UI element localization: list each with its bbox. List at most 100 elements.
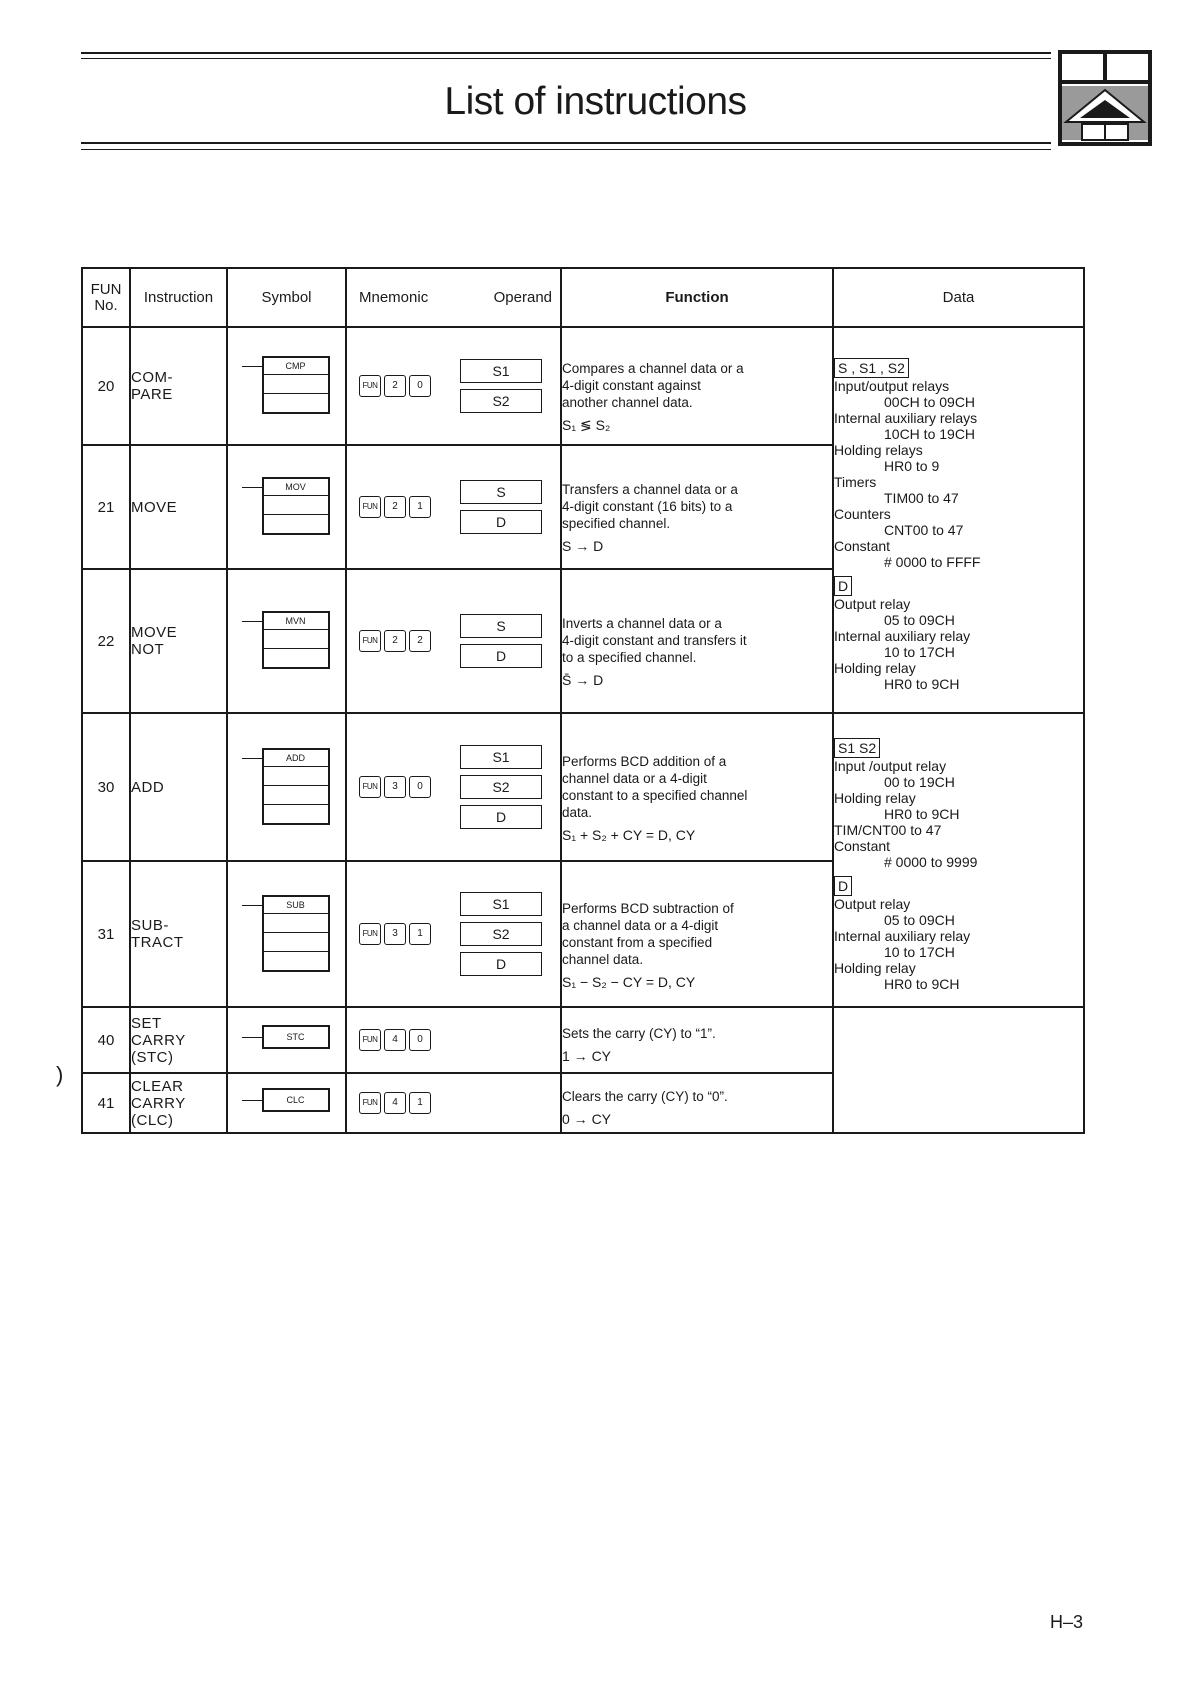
data-line: 05 to 09CH: [884, 612, 955, 628]
function-content: Performs BCD subtraction of a channel da…: [562, 878, 832, 991]
function-expression: S₁ − S₂ − CY = D, CY: [562, 973, 696, 990]
data-line: CNT00 to 47: [884, 522, 964, 538]
operand-box: S: [460, 614, 542, 638]
symbol-label: ADD: [285, 752, 305, 763]
ladder-wire: [241, 486, 262, 488]
data-line: # 0000 to 9999: [884, 854, 978, 870]
symbol-cell: MOV: [226, 444, 347, 570]
data-line: Constant: [834, 838, 891, 854]
data-line: Holding relays: [834, 442, 923, 458]
data-line: 00 to 19CH: [884, 774, 955, 790]
instruction-cell: COM- PARE: [129, 326, 228, 446]
ladder-block: CMP: [261, 355, 330, 414]
data-line: HR0 to 9CH: [884, 676, 960, 692]
header-instruction: Instruction: [129, 267, 228, 328]
operand-box: D: [460, 510, 542, 534]
digit-key: 3: [384, 776, 406, 798]
function-cell: Clears the carry (CY) to “0”.0 → CY: [560, 1072, 834, 1134]
data-line: Constant: [834, 538, 891, 554]
ladder-symbol: STC: [241, 1024, 332, 1051]
digit-key: 4: [384, 1092, 406, 1114]
header-data: Data: [832, 267, 1085, 328]
ladder-wire: [241, 365, 262, 367]
function-cell: Sets the carry (CY) to “1”.1 → CY: [560, 1006, 834, 1074]
page-title: List of instructions: [444, 80, 747, 123]
data-cell-empty: [832, 1006, 1085, 1134]
data-line: 10 to 17CH: [884, 944, 955, 960]
function-description: Inverts a channel data or a 4-digit cons…: [562, 616, 747, 665]
function-content: Transfers a channel data or a 4-digit co…: [562, 459, 832, 555]
digit-key: 2: [384, 630, 406, 652]
header-function: Function: [560, 267, 834, 328]
instruction-table: FUN No. Instruction Symbol Mnemonic Oper…: [81, 267, 1085, 1134]
destination-label: D: [834, 576, 1083, 596]
data-line: 00CH to 09CH: [884, 394, 976, 410]
symbol-cell: ADD: [226, 712, 347, 862]
fun-key: FUN: [359, 776, 381, 798]
fun-key: FUN: [359, 1029, 381, 1051]
ladder-symbol: MOV: [241, 476, 332, 535]
header-fun-no: FUN No.: [81, 267, 131, 328]
instruction-name: SET CARRY (STC): [131, 1014, 186, 1066]
data-line: 10 to 17CH: [884, 644, 955, 660]
ladder-block: MOV: [261, 476, 330, 535]
operand-box: S1: [460, 745, 542, 769]
fun-key: FUN: [359, 630, 381, 652]
symbol-slot: [263, 912, 328, 932]
symbol-slot: [263, 392, 328, 412]
instruction-cell: SUB- TRACT: [129, 860, 228, 1008]
digit-key: 0: [409, 776, 431, 798]
ladder-block: CLC: [261, 1087, 330, 1112]
fun-key: FUN: [359, 1092, 381, 1114]
fun-key: FUN: [359, 923, 381, 945]
symbol-slot: [263, 931, 328, 951]
instruction-name: SUB- TRACT: [131, 917, 184, 951]
data-line: TIM00 to 47: [884, 490, 959, 506]
instruction-cell: ADD: [129, 712, 228, 862]
fun-number: 20: [81, 326, 131, 446]
symbol-label: CLC: [286, 1094, 305, 1105]
ladder-wire: [241, 757, 262, 759]
ladder-block: MVN: [261, 610, 330, 669]
instruction-cell: MOVE: [129, 444, 228, 570]
function-description: Performs BCD addition of a channel data …: [562, 753, 748, 820]
function-expression: S → D: [562, 538, 604, 554]
symbol-cell: STC: [226, 1006, 347, 1074]
data-line: Internal auxiliary relay: [834, 928, 971, 944]
function-content: Sets the carry (CY) to “1”.1 → CY: [562, 1015, 832, 1065]
symbol-slot: [263, 950, 328, 970]
data-line: Internal auxiliary relay: [834, 628, 971, 644]
data-line: Internal auxiliary relays: [834, 410, 978, 426]
operand-box: D: [460, 805, 542, 829]
data-line: Timers: [834, 474, 877, 490]
symbol-label: MVN: [285, 615, 306, 626]
digit-key: 4: [384, 1029, 406, 1051]
fun-number: 22: [81, 568, 131, 714]
ladder-symbol: CMP: [241, 355, 332, 414]
operand-box: D: [460, 644, 542, 668]
header-rule-top-1: [81, 52, 1051, 54]
operand-box: S2: [460, 922, 542, 946]
function-content: Inverts a channel data or a 4-digit cons…: [562, 593, 832, 689]
data-line: Output relay: [834, 896, 911, 912]
function-description: Sets the carry (CY) to “1”.: [562, 1026, 716, 1041]
